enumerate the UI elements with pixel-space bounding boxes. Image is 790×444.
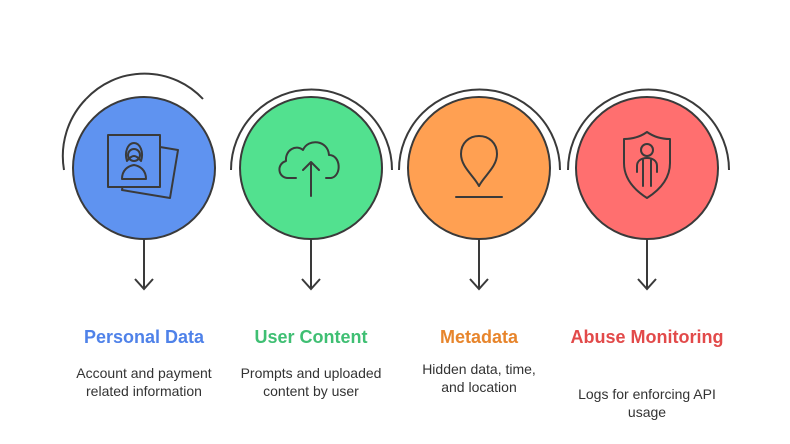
stage-3-circle xyxy=(407,96,551,240)
stage-metadata xyxy=(398,88,561,291)
stage-2-outline-arc xyxy=(230,88,393,171)
shield-user-icon xyxy=(623,131,671,199)
stage-2-description: Prompts and uploaded content by user xyxy=(240,365,382,399)
stage-3-outline-arc xyxy=(398,88,561,171)
stage-user-content xyxy=(230,88,393,291)
stage-3-connector xyxy=(469,238,489,291)
stage-1-title: Personal Data xyxy=(83,327,205,347)
stage-4-title: Abuse Monitoring xyxy=(570,327,724,347)
stage-4-connector xyxy=(637,238,657,291)
stage-4-circle xyxy=(575,96,719,240)
stage-abuse-monitoring xyxy=(567,88,730,291)
stage-3-description: Hidden data, time, and location xyxy=(422,361,536,395)
stage-4-outline-arc xyxy=(567,88,730,171)
stage-3-title: Metadata xyxy=(439,327,519,347)
stage-1-description: Account and payment related information xyxy=(76,365,212,399)
stage-2-title: User Content xyxy=(254,327,368,347)
stage-personal-data xyxy=(61,72,216,291)
cloud-upload-icon xyxy=(278,141,340,197)
location-pin-icon xyxy=(455,135,503,198)
stage-1-connector xyxy=(134,238,154,291)
stage-1-outline-arc xyxy=(85,72,204,100)
stage-4-description: Logs for enforcing API usage xyxy=(578,386,716,420)
profile-photo-icon xyxy=(107,134,179,199)
stage-2-connector xyxy=(301,238,321,291)
stage-1-outline-arc-left xyxy=(61,98,87,171)
